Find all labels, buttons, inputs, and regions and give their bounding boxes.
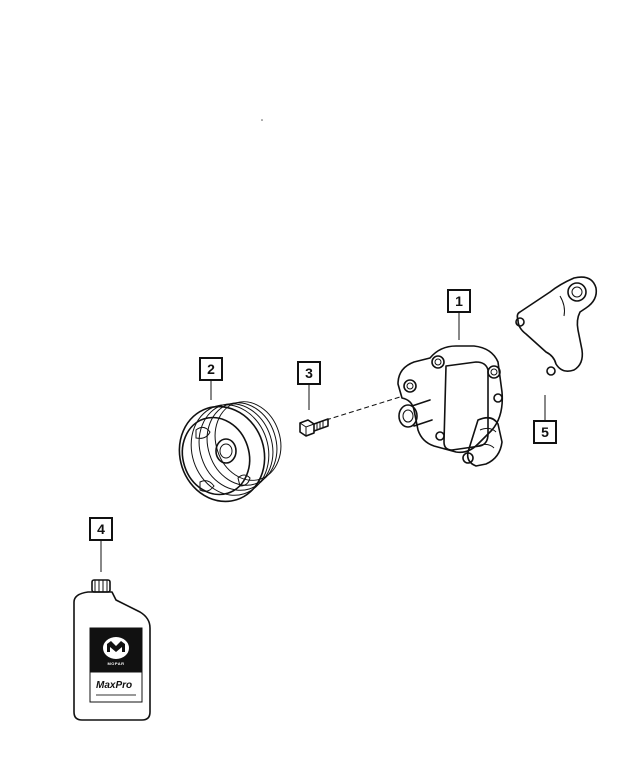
callout-2[interactable]: 2 [199, 357, 223, 381]
leader-lines [100, 313, 546, 572]
callout-5[interactable]: 5 [533, 420, 557, 444]
bottle-brand-text: MOPAR [107, 661, 125, 666]
stray-dot [261, 119, 263, 121]
bottle-part[interactable] [73, 579, 151, 721]
callout-4[interactable]: 4 [89, 517, 113, 541]
pump-part[interactable] [397, 345, 504, 467]
callout-1[interactable]: 1 [447, 289, 471, 313]
bottle-product-name: MaxPro [96, 680, 133, 691]
pulley-part[interactable] [167, 393, 291, 513]
callout-3[interactable]: 3 [297, 361, 321, 385]
bottle-fine-print [96, 694, 136, 696]
bolt-part[interactable] [299, 418, 329, 437]
bracket-part[interactable] [515, 276, 598, 376]
